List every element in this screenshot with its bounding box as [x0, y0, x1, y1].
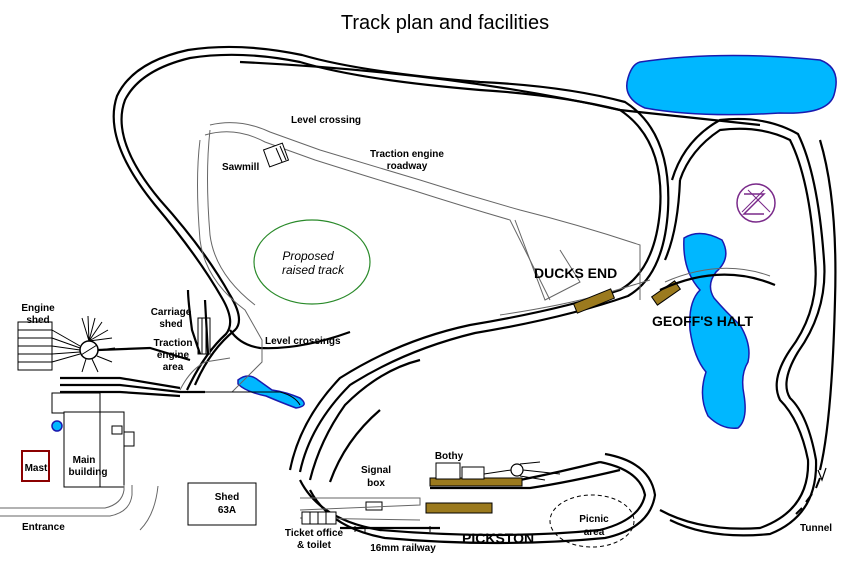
label-entrance: Entrance: [22, 522, 65, 533]
label-carriage-shed-2: shed: [159, 319, 182, 330]
label-shed-1: Shed: [215, 492, 239, 503]
top-right-lake: [626, 54, 837, 116]
geoffs-halt-lake: [683, 232, 750, 429]
label-picnic-1: Picnic: [579, 514, 609, 525]
label-main-building-2: building: [69, 467, 108, 478]
mast: [21, 450, 50, 482]
ducks-end-platform: [572, 288, 616, 314]
tunnel-marker: [795, 467, 827, 515]
label-signal-box-1: Signal: [361, 465, 391, 476]
shed-63a: [187, 482, 257, 526]
label-traction-roadway-1: Traction engine: [370, 149, 444, 160]
page-title: Track plan and facilities: [341, 12, 549, 34]
label-picnic-2: area: [584, 527, 605, 538]
label-ticket-office-1: Ticket office: [285, 528, 344, 539]
label-main-building-1: Main: [73, 455, 96, 466]
label-traction-area-2: engine: [157, 350, 190, 361]
label-proposed-1: Proposed: [282, 249, 334, 263]
picnic-area: [549, 494, 635, 548]
main-line: [112, 45, 837, 545]
label-traction-area-1: Traction: [154, 338, 193, 349]
label-signal-box-2: box: [367, 478, 385, 489]
label-level-crossing: Level crossing: [291, 115, 361, 126]
label-mast: Mast: [25, 463, 48, 474]
label-geoffs-halt: GEOFF'S HALT: [652, 313, 754, 329]
main-building: [51, 392, 135, 488]
engine-shed: [17, 321, 53, 371]
label-traction-roadway-2: roadway: [387, 161, 428, 172]
water-tank: [51, 420, 63, 432]
zeta-logo-icon: [736, 183, 776, 223]
label-traction-area-3: area: [163, 362, 184, 373]
proposed-raised-track: [253, 219, 371, 305]
pickston-station: [299, 461, 561, 532]
label-engine-shed-2: shed: [26, 315, 49, 326]
label-carriage-shed-1: Carriage: [151, 307, 192, 318]
sawmill-building: [262, 142, 290, 168]
label-proposed-2: raised track: [282, 263, 345, 277]
label-shed-2: 63A: [218, 505, 236, 516]
label-ticket-office-2: & toilet: [297, 540, 332, 551]
geoffs-halt-line: [659, 273, 776, 291]
label-level-crossings: Level crossings: [265, 336, 341, 347]
label-sawmill: Sawmill: [222, 162, 259, 173]
main-yard: [60, 376, 301, 406]
label-bothy: Bothy: [435, 451, 464, 462]
label-ducks-end: DUCKS END: [534, 265, 617, 281]
label-16mm-railway: 16mm railway: [370, 543, 436, 554]
label-tunnel: Tunnel: [800, 523, 832, 534]
entrance-road: [0, 485, 159, 531]
label-pickston: PICKSTON: [462, 530, 534, 546]
turntable-icon: [51, 315, 191, 373]
carriage-shed: [186, 289, 211, 355]
label-engine-shed-1: Engine: [21, 303, 55, 314]
